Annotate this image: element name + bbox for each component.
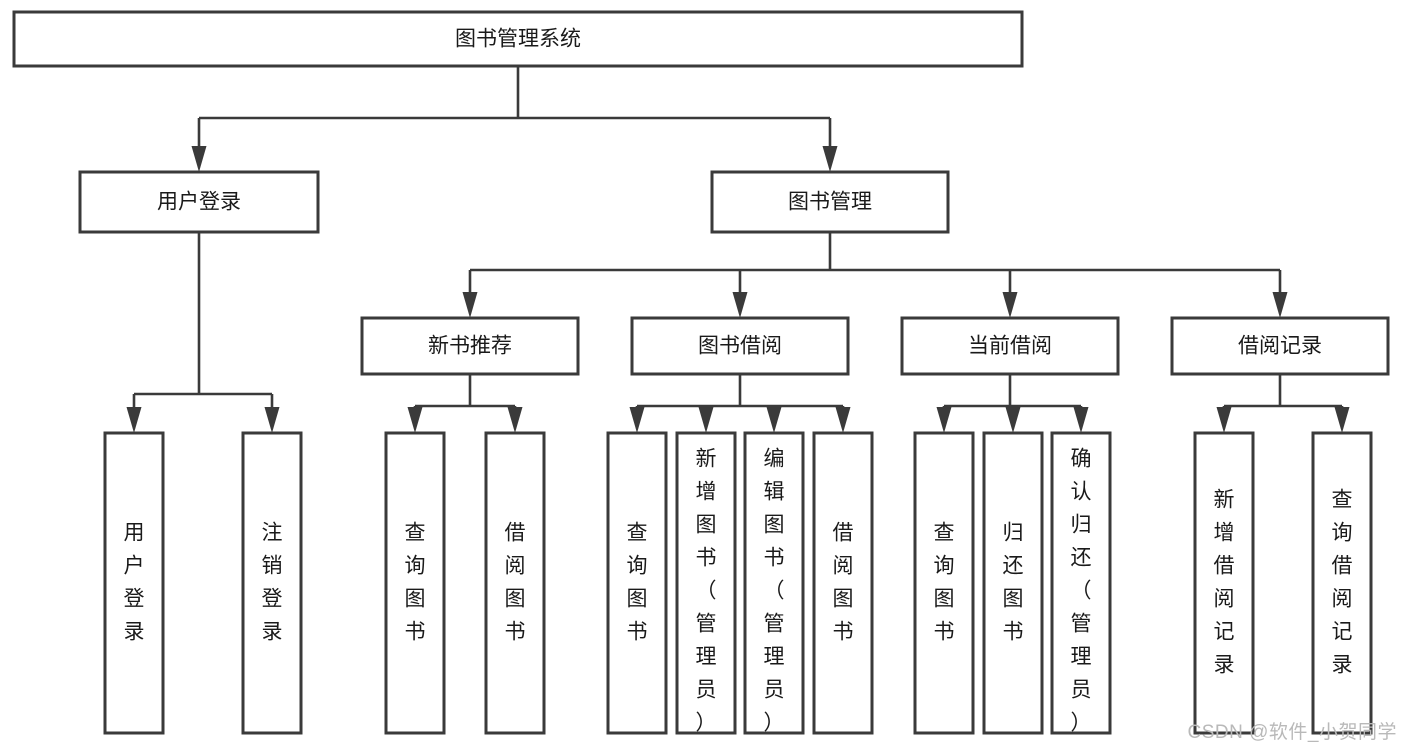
- arrow-head-icon: [1272, 292, 1288, 318]
- node-label: 查询图书: [934, 521, 955, 643]
- node-label: 归还图书: [1003, 521, 1024, 643]
- node-box-leaf[interactable]: [743, 431, 805, 735]
- node-box-leaf[interactable]: [982, 431, 1044, 735]
- node-box-leaf[interactable]: [913, 431, 975, 735]
- node-label: 确认归还（管理员）: [1071, 447, 1092, 734]
- node-label: 注销登录: [262, 521, 283, 643]
- node-user-login[interactable]: 用户登录: [78, 170, 320, 234]
- node-leaf-borrow-book-1[interactable]: 借阅图书: [484, 431, 546, 735]
- node-label: 查询借阅记录: [1332, 488, 1353, 676]
- arrow-head-icon: [407, 407, 423, 433]
- arrow-head-icon: [822, 146, 838, 172]
- node-label: 借阅图书: [505, 521, 526, 643]
- node-box-level2[interactable]: [78, 170, 320, 234]
- node-box-leaf[interactable]: [1193, 431, 1255, 735]
- node-label: 查询图书: [405, 521, 426, 643]
- node-box-leaf[interactable]: [1311, 431, 1373, 735]
- arrow-head-icon: [507, 407, 523, 433]
- node-label: 图书管理: [788, 191, 872, 214]
- node-leaf-add-borrow-record[interactable]: 新增借阅记录: [1193, 431, 1255, 735]
- node-box-level3[interactable]: [900, 316, 1120, 376]
- node-box-leaf[interactable]: [675, 431, 737, 735]
- node-leaf-return-book[interactable]: 归还图书: [982, 431, 1044, 735]
- connector-group-bookborrow-to-leaves: [629, 374, 851, 433]
- node-box-level3[interactable]: [1170, 316, 1390, 376]
- connector-group-newbook-to-leaves: [407, 374, 523, 433]
- node-label: 图书借阅: [698, 335, 782, 358]
- node-leaf-query-book-3[interactable]: 查询图书: [913, 431, 975, 735]
- node-book-manage[interactable]: 图书管理: [710, 170, 950, 234]
- node-label: 新增借阅记录: [1214, 488, 1235, 676]
- watermark-label: CSDN @软件_小贺同学: [1187, 722, 1397, 743]
- node-leaf-borrow-book-2[interactable]: 借阅图书: [812, 431, 874, 735]
- node-book-borrow[interactable]: 图书借阅: [630, 316, 850, 376]
- node-leaf-query-book-1[interactable]: 查询图书: [384, 431, 446, 735]
- node-label: 借阅记录: [1238, 335, 1322, 358]
- arrow-head-icon: [835, 407, 851, 433]
- arrow-head-icon: [766, 407, 782, 433]
- node-leaf-user-login[interactable]: 用户登录: [103, 431, 165, 735]
- node-box-leaf[interactable]: [384, 431, 446, 735]
- arrow-head-icon: [1334, 407, 1350, 433]
- connector-group-bookmanage-to-level3: [462, 232, 1288, 318]
- arrow-head-icon: [1002, 292, 1018, 318]
- connector-group-root-to-level2: [191, 66, 838, 172]
- node-box-leaf[interactable]: [484, 431, 546, 735]
- node-box-level3[interactable]: [360, 316, 580, 376]
- node-box-leaf[interactable]: [103, 431, 165, 735]
- arrow-head-icon: [732, 292, 748, 318]
- connector-group-userlogin-to-leaves: [126, 232, 280, 433]
- arrow-head-icon: [698, 407, 714, 433]
- arrow-head-icon: [629, 407, 645, 433]
- node-label: 图书管理系统: [455, 28, 581, 51]
- arrow-head-icon: [462, 292, 478, 318]
- node-leaf-query-book-2[interactable]: 查询图书: [606, 431, 668, 735]
- arrow-head-icon: [264, 407, 280, 433]
- node-label: 借阅图书: [833, 521, 854, 643]
- node-box-root[interactable]: [12, 10, 1024, 68]
- arrow-head-icon: [191, 146, 207, 172]
- arrow-head-icon: [1005, 407, 1021, 433]
- arrow-head-icon: [1073, 407, 1089, 433]
- node-leaf-query-borrow-record[interactable]: 查询借阅记录: [1311, 431, 1373, 735]
- node-label: 编辑图书（管理员）: [764, 447, 785, 734]
- node-box-level3[interactable]: [630, 316, 850, 376]
- node-leaf-user-logout[interactable]: 注销登录: [241, 431, 303, 735]
- node-label: 新增图书（管理员）: [696, 447, 717, 734]
- node-box-leaf[interactable]: [1050, 431, 1112, 735]
- arrow-head-icon: [936, 407, 952, 433]
- node-box-leaf[interactable]: [812, 431, 874, 735]
- node-label: 当前借阅: [968, 335, 1052, 358]
- node-borrow-record[interactable]: 借阅记录: [1170, 316, 1390, 376]
- connector-group-borrowrecord-to-leaves: [1216, 374, 1350, 433]
- node-leaf-edit-book-admin[interactable]: 编辑图书（管理员）: [743, 431, 805, 735]
- arrow-head-icon: [126, 407, 142, 433]
- arrow-head-icon: [1216, 407, 1232, 433]
- node-box-leaf[interactable]: [241, 431, 303, 735]
- node-leaf-add-book-admin[interactable]: 新增图书（管理员）: [675, 431, 737, 735]
- node-label: 用户登录: [124, 521, 145, 643]
- connector-group-currentborrow-to-leaves: [936, 374, 1089, 433]
- node-leaf-confirm-return-admin[interactable]: 确认归还（管理员）: [1050, 431, 1112, 735]
- node-label: 新书推荐: [428, 335, 512, 358]
- node-box-leaf[interactable]: [606, 431, 668, 735]
- node-root[interactable]: 图书管理系统: [12, 10, 1024, 68]
- node-label: 用户登录: [157, 191, 241, 214]
- connectors-layer: [126, 66, 1350, 433]
- node-box-level2[interactable]: [710, 170, 950, 234]
- node-label: 查询图书: [627, 521, 648, 643]
- boxes-layer: 图书管理系统用户登录图书管理新书推荐图书借阅当前借阅借阅记录用户登录注销登录查询…: [12, 10, 1390, 735]
- node-new-book-recommend[interactable]: 新书推荐: [360, 316, 580, 376]
- node-current-borrow[interactable]: 当前借阅: [900, 316, 1120, 376]
